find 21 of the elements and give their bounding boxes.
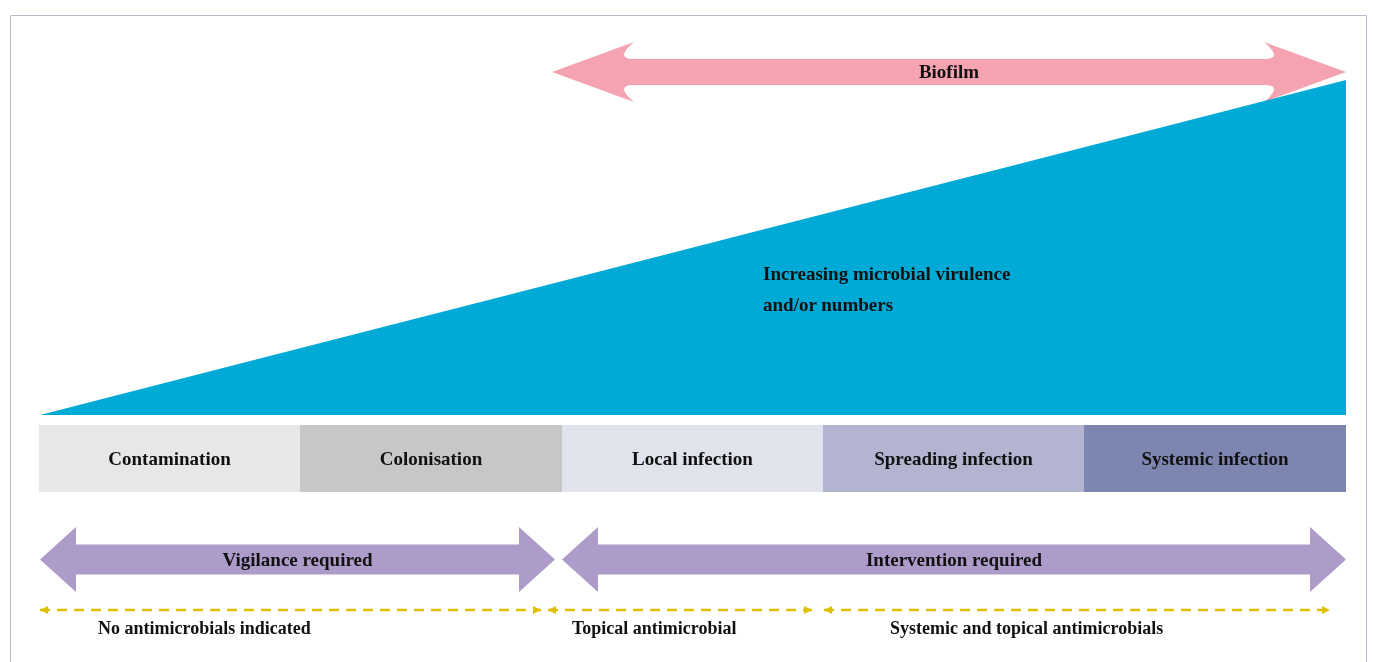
- stage-label: Systemic infection: [1140, 447, 1290, 470]
- arrow-label: Intervention required: [864, 548, 1044, 571]
- span-band: [562, 527, 1346, 592]
- range-label: No antimicrobials indicated: [98, 618, 311, 639]
- arrow-label: Vigilance required: [221, 548, 374, 571]
- stage-box: [823, 425, 1084, 492]
- stage-box: [1084, 425, 1346, 492]
- range-label: Topical antimicrobial: [572, 618, 737, 639]
- stage-label: Local infection: [631, 447, 754, 470]
- triangle-area: [40, 80, 1346, 415]
- stage-box: [39, 425, 300, 492]
- stage-box: [300, 425, 562, 492]
- stage-label: Spreading infection: [873, 447, 1034, 470]
- stage-label: Colonisation: [378, 447, 484, 470]
- range-label: Systemic and topical antimicrobials: [890, 618, 1164, 639]
- span-band: [552, 42, 1346, 102]
- stage-label: Contamination: [107, 447, 232, 470]
- span-band: [40, 527, 555, 592]
- arrow-label: Biofilm: [917, 61, 981, 83]
- area-label: Increasing microbial virulence and/or numbers: [763, 262, 1012, 317]
- stage-box: [562, 425, 823, 492]
